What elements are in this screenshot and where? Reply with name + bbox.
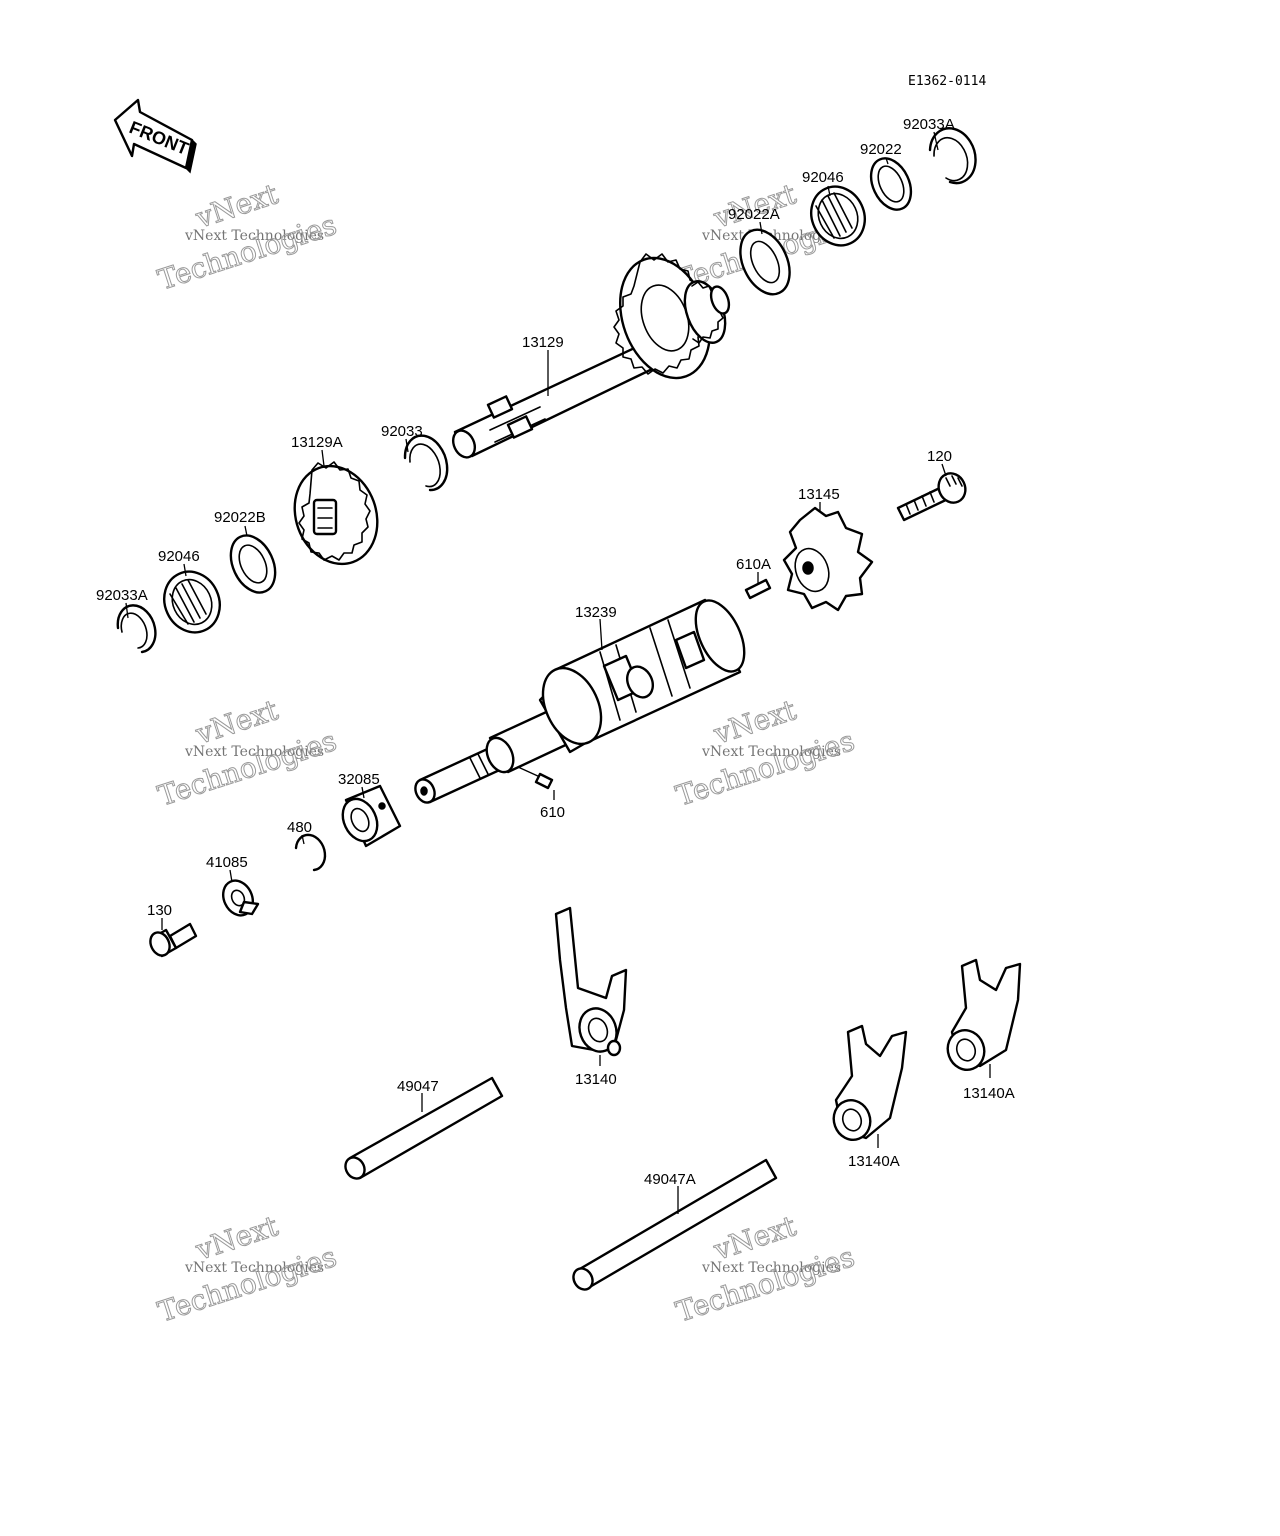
part-610-pin[interactable] — [517, 766, 554, 790]
watermark-mid-left: vNext vNext Technologies Technologies — [153, 693, 340, 814]
part-610A-pin[interactable] — [744, 578, 772, 600]
part-13140A-shift-fork-right[interactable] — [942, 958, 1022, 1075]
svg-text:Technologies: Technologies — [154, 1240, 340, 1329]
label-13239: 13239 — [575, 604, 617, 621]
part-92033A-circlip-left[interactable] — [116, 604, 157, 654]
svg-text:vNext Technologies: vNext Technologies — [701, 744, 841, 760]
label-92046-left: 92046 — [158, 548, 200, 565]
part-92022B-washer[interactable] — [222, 528, 284, 599]
svg-text:Technologies: Technologies — [154, 208, 340, 297]
part-41085-stopper[interactable] — [218, 876, 260, 920]
label-92046-top: 92046 — [802, 169, 844, 186]
part-480-circlip[interactable] — [294, 833, 327, 872]
label-610: 610 — [540, 804, 565, 821]
diagram-code: E1362-0114 — [908, 74, 986, 89]
label-130: 130 — [147, 902, 172, 919]
svg-text:vNext: vNext — [191, 693, 283, 751]
label-92033: 92033 — [381, 423, 423, 440]
svg-text:vNext Technologies: vNext Technologies — [701, 1260, 841, 1276]
label-13145: 13145 — [798, 486, 840, 503]
label-480: 480 — [287, 819, 312, 836]
svg-text:vNext Technologies: vNext Technologies — [184, 1260, 324, 1276]
watermark-bottom-right: vNext vNext Technologies Technologies — [671, 1209, 858, 1330]
label-92033A-left: 92033A — [96, 587, 148, 604]
label-49047: 49047 — [397, 1078, 439, 1095]
label-32085: 32085 — [338, 771, 380, 788]
svg-text:vNext Technologies: vNext Technologies — [184, 228, 324, 244]
watermark-mid-right: vNext vNext Technologies Technologies — [671, 693, 858, 814]
svg-text:Technologies: Technologies — [154, 724, 340, 813]
label-92022A: 92022A — [728, 206, 780, 223]
part-49047A-shaft-rod[interactable] — [570, 1158, 778, 1293]
part-13140A-shift-fork-middle[interactable] — [828, 1024, 908, 1145]
front-arrow-icon: FRONT — [113, 98, 197, 174]
watermark-bottom-left: vNext vNext Technologies Technologies — [153, 1209, 340, 1330]
part-92022-washer-top[interactable] — [863, 152, 918, 216]
label-49047A: 49047A — [644, 1171, 696, 1188]
label-92022-top: 92022 — [860, 141, 902, 158]
label-92033A-top: 92033A — [903, 116, 955, 133]
label-610A: 610A — [736, 556, 771, 573]
part-120-bolt[interactable] — [896, 469, 970, 522]
svg-text:vNext: vNext — [709, 693, 801, 751]
part-13145-star-plate[interactable] — [782, 506, 874, 612]
label-13129A: 13129A — [291, 434, 343, 451]
label-41085: 41085 — [206, 854, 248, 871]
svg-text:Technologies: Technologies — [672, 724, 858, 813]
svg-text:Technologies: Technologies — [672, 1240, 858, 1329]
label-92022B: 92022B — [214, 509, 266, 526]
svg-text:vNext: vNext — [191, 1209, 283, 1267]
label-120: 120 — [927, 448, 952, 465]
label-13140A-right: 13140A — [963, 1085, 1015, 1102]
part-49047-shaft-rod[interactable] — [342, 1076, 504, 1182]
label-13129: 13129 — [522, 334, 564, 351]
watermark-top-left: vNext vNext Technologies Technologies — [153, 177, 340, 298]
part-92022A-washer[interactable] — [731, 222, 800, 302]
part-92046-bearing-top[interactable] — [802, 178, 874, 254]
part-13239-shift-drum[interactable] — [412, 593, 754, 806]
label-13140: 13140 — [575, 1071, 617, 1088]
part-92033A-circlip-top[interactable] — [928, 127, 977, 185]
part-92033-circlip[interactable] — [403, 434, 449, 492]
label-13140A-middle: 13140A — [848, 1153, 900, 1170]
svg-text:vNext Technologies: vNext Technologies — [184, 744, 324, 760]
part-32085-cam[interactable] — [336, 784, 402, 848]
part-13129A-gear[interactable] — [281, 454, 390, 575]
svg-text:vNext: vNext — [709, 1209, 801, 1267]
svg-text:vNext: vNext — [191, 177, 283, 235]
part-13129-gear-shaft[interactable] — [449, 245, 733, 461]
part-13140-shift-fork[interactable] — [554, 906, 628, 1057]
part-130-bolt[interactable] — [147, 922, 198, 959]
part-92046-bearing-left[interactable] — [154, 562, 229, 641]
